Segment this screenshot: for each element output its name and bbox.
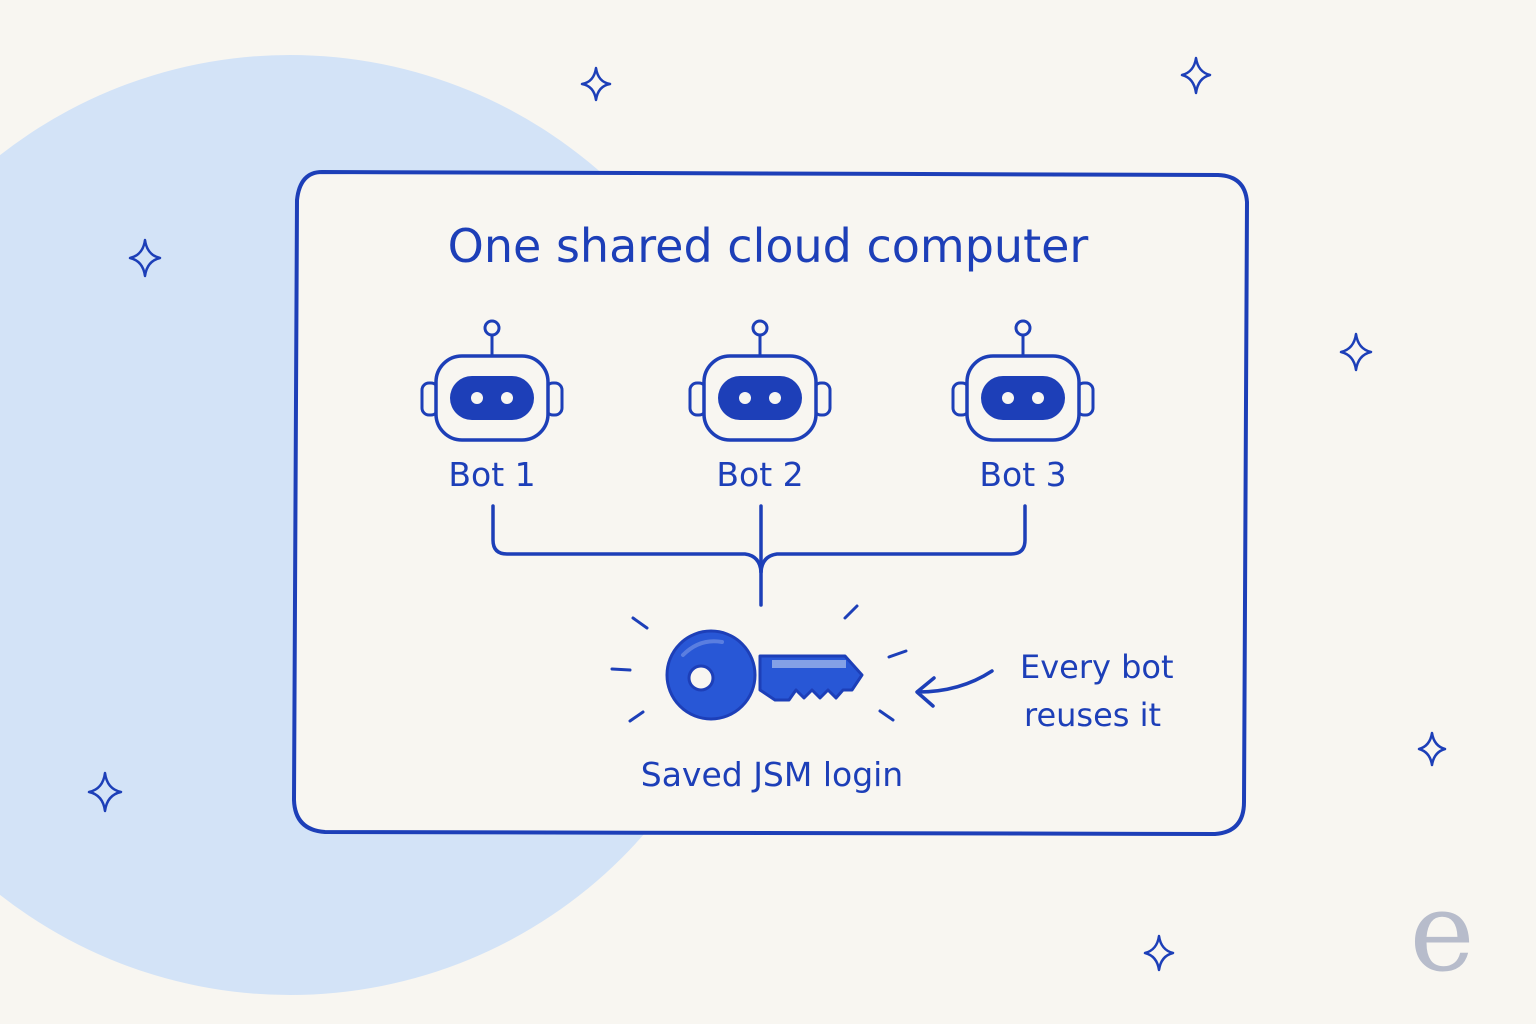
computer-frame bbox=[292, 170, 1249, 836]
key-icon bbox=[610, 604, 908, 723]
sparkle-decorations bbox=[87, 56, 1447, 972]
sparkle-icon bbox=[1339, 332, 1373, 372]
sparkle-icon bbox=[580, 66, 612, 102]
bot-label: Bot 3 bbox=[979, 455, 1066, 494]
bot-3: Bot 3 bbox=[951, 319, 1095, 494]
bot-1: Bot 1 bbox=[420, 319, 564, 494]
sparkle-icon bbox=[1143, 934, 1175, 972]
robot-icon bbox=[420, 319, 564, 442]
robot-icon bbox=[951, 319, 1095, 442]
diagram-title: One shared cloud computer bbox=[448, 219, 1089, 273]
robot-icon bbox=[688, 319, 832, 442]
key-caption: Saved JSM login bbox=[641, 755, 903, 794]
arrow-icon bbox=[915, 669, 994, 708]
bot-label: Bot 1 bbox=[448, 455, 535, 494]
logo-mark: e bbox=[1409, 868, 1474, 996]
note-line-1: Every bot bbox=[1020, 648, 1174, 686]
note-line-2: reuses it bbox=[1024, 696, 1161, 734]
glow-rays bbox=[610, 604, 908, 723]
sparkle-icon bbox=[87, 771, 123, 813]
sparkle-icon bbox=[1180, 56, 1212, 95]
bot-2: Bot 2 bbox=[688, 319, 832, 494]
bot-label: Bot 2 bbox=[716, 455, 803, 494]
sparkle-icon bbox=[128, 238, 162, 278]
sparkle-icon bbox=[1417, 731, 1447, 767]
bot-group: Bot 1 Bot 2 Bot 3 bbox=[420, 319, 1095, 494]
connector-lines bbox=[491, 504, 1027, 607]
connector-bot-3 bbox=[759, 504, 1027, 574]
